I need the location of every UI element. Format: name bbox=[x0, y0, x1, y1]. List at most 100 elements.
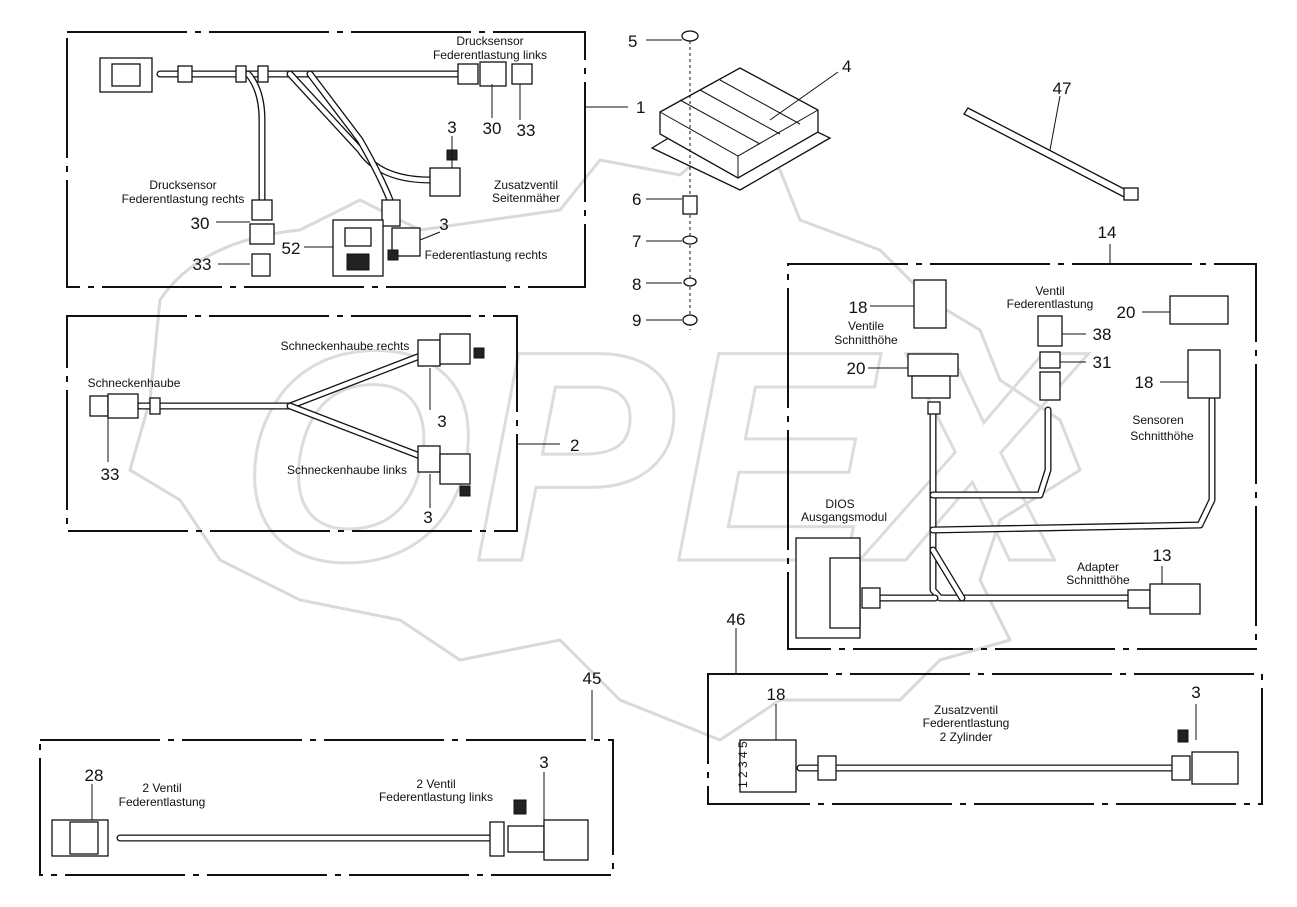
part-number-8: 8 bbox=[632, 275, 641, 294]
svg-text:Schnitthöhe: Schnitthöhe bbox=[1130, 429, 1194, 443]
label-dios-2: Ausgangsmodul bbox=[801, 510, 887, 524]
label-zusatzventil-1: Zusatzventil bbox=[494, 178, 558, 192]
module-4-group: 4 5 6 7 8 9 bbox=[628, 30, 851, 330]
part-number-2: 2 bbox=[570, 436, 579, 455]
label-2ventil-links-1: 2 Ventil bbox=[416, 777, 455, 791]
adapter-13 bbox=[1149, 583, 1201, 615]
part-number-9: 9 bbox=[632, 311, 641, 330]
label-ventile-2: Schnitthöhe bbox=[834, 333, 898, 347]
part-number-33a: 33 bbox=[517, 121, 536, 140]
part-number-20b: 20 bbox=[1117, 303, 1136, 322]
part-number-28: 28 bbox=[85, 766, 104, 785]
part-number-14: 14 bbox=[1098, 223, 1117, 242]
frame-1 bbox=[66, 31, 586, 288]
svg-text:2 Ventil: 2 Ventil bbox=[142, 781, 181, 795]
label-2ventil-links-2: Federentlastung links bbox=[379, 790, 493, 804]
part-number-3b: 3 bbox=[439, 215, 448, 234]
svg-text:Federentlastung links: Federentlastung links bbox=[433, 48, 547, 62]
part-number-4: 4 bbox=[842, 57, 851, 76]
label-schneckenhaube-links: Schneckenhaube links bbox=[287, 463, 407, 477]
connector-18-bottom bbox=[739, 739, 797, 793]
label-drucksensor-rechts-1: Drucksensor bbox=[149, 178, 216, 192]
valve-schneckenhaube-links bbox=[439, 453, 471, 485]
label-adapter-1: Adapter bbox=[1077, 560, 1119, 574]
svg-text:Federentlastung: Federentlastung bbox=[1007, 297, 1094, 311]
cable-tie-47: 47 bbox=[963, 79, 1139, 201]
label-zusatz-2zyl-2: Federentlastung bbox=[923, 716, 1010, 730]
valve-seitenmaeher bbox=[429, 167, 461, 197]
frame-45 bbox=[39, 739, 614, 876]
svg-text:Zusatzventil: Zusatzventil bbox=[934, 703, 998, 717]
part-number-33b: 33 bbox=[193, 255, 212, 274]
connector-20-center bbox=[907, 353, 959, 377]
connector-18-top bbox=[913, 279, 947, 329]
label-sensoren-2: Schnitthöhe bbox=[1130, 429, 1194, 443]
label-schneckenhaube: Schneckenhaube bbox=[88, 376, 181, 390]
part-number-3a: 3 bbox=[447, 118, 456, 137]
svg-text:Seitenmäher: Seitenmäher bbox=[492, 191, 560, 205]
washer-7 bbox=[682, 235, 698, 245]
part-number-31: 31 bbox=[1093, 353, 1112, 372]
part-number-33c: 33 bbox=[101, 465, 120, 484]
valve-zusatzventil-2zyl bbox=[1191, 751, 1239, 785]
svg-text:Sensoren: Sensoren bbox=[1132, 413, 1183, 427]
part-number-7: 7 bbox=[632, 232, 641, 251]
part-number-3f: 3 bbox=[539, 753, 548, 772]
washer-8 bbox=[683, 277, 697, 287]
svg-text:Zusatzventil: Zusatzventil bbox=[494, 178, 558, 192]
label-drucksensor-links-2: Federentlastung links bbox=[433, 48, 547, 62]
svg-text:Federentlastung: Federentlastung bbox=[923, 716, 1010, 730]
label-adapter-2: Schnitthöhe bbox=[1066, 573, 1130, 587]
part-number-20a: 20 bbox=[847, 359, 866, 378]
pressure-sensor-left bbox=[479, 61, 507, 87]
svg-text:Drucksensor: Drucksensor bbox=[149, 178, 216, 192]
svg-text:Ausgangsmodul: Ausgangsmodul bbox=[801, 510, 887, 524]
svg-text:Federentlastung: Federentlastung bbox=[119, 795, 206, 809]
svg-text:2 Zylinder: 2 Zylinder bbox=[940, 730, 993, 744]
part-number-5: 5 bbox=[628, 32, 637, 51]
part-number-3d: 3 bbox=[423, 508, 432, 527]
valve-federentlastung bbox=[1037, 315, 1063, 347]
part-number-3c: 3 bbox=[437, 412, 446, 431]
label-2ventil-2: Federentlastung bbox=[119, 795, 206, 809]
label-schneckenhaube-rechts: Schneckenhaube rechts bbox=[281, 339, 410, 353]
label-zusatz-2zyl-1: Zusatzventil bbox=[934, 703, 998, 717]
connector-pin-numbers: 1 2 3 4 5 bbox=[736, 741, 750, 788]
part-number-30b: 30 bbox=[191, 214, 210, 233]
valve-2-federentlastung-links bbox=[543, 819, 589, 861]
part-number-1: 1 bbox=[636, 98, 645, 117]
label-ventil-fe-1: Ventil bbox=[1035, 284, 1064, 298]
frame-14 bbox=[787, 263, 1257, 650]
part-number-18c: 18 bbox=[767, 685, 786, 704]
harness-45-group: 45 28 3 2 Ventil Federentlastung 2 Venti… bbox=[39, 669, 614, 876]
part-number-3e: 3 bbox=[1191, 683, 1200, 702]
frame-46 bbox=[707, 673, 1263, 805]
label-drucksensor-links-1: Drucksensor bbox=[456, 34, 523, 48]
part-number-47: 47 bbox=[1053, 79, 1072, 98]
part-number-52: 52 bbox=[282, 239, 301, 258]
part-number-6: 6 bbox=[632, 190, 641, 209]
connector-18-right bbox=[1187, 349, 1221, 399]
svg-text:Federentlastung rechts: Federentlastung rechts bbox=[122, 192, 245, 206]
svg-text:2 Ventil: 2 Ventil bbox=[416, 777, 455, 791]
svg-text:Adapter: Adapter bbox=[1077, 560, 1119, 574]
svg-text:Schnitthöhe: Schnitthöhe bbox=[834, 333, 898, 347]
label-dios-1: DIOS bbox=[825, 497, 854, 511]
part-number-18b: 18 bbox=[1135, 373, 1154, 392]
svg-text:Ventile: Ventile bbox=[848, 319, 884, 333]
svg-text:Ventil: Ventil bbox=[1035, 284, 1064, 298]
part-number-46: 46 bbox=[727, 610, 746, 629]
svg-text:Federentlastung links: Federentlastung links bbox=[379, 790, 493, 804]
harness-14-group: 14 18 V bbox=[787, 223, 1257, 650]
nut-9 bbox=[682, 314, 698, 326]
harness-2-group: Schneckenhaube rechts Schneckenhaube Sch… bbox=[66, 315, 579, 532]
valve-schneckenhaube-rechts bbox=[439, 333, 471, 365]
svg-text:DIOS: DIOS bbox=[825, 497, 854, 511]
spacer-6 bbox=[682, 195, 698, 215]
svg-text:Schnitthöhe: Schnitthöhe bbox=[1066, 573, 1130, 587]
harness-1-group: Drucksensor Federentlastung links Drucks… bbox=[66, 31, 645, 288]
part-number-45: 45 bbox=[583, 669, 602, 688]
label-zusatzventil-2: Seitenmäher bbox=[492, 191, 560, 205]
